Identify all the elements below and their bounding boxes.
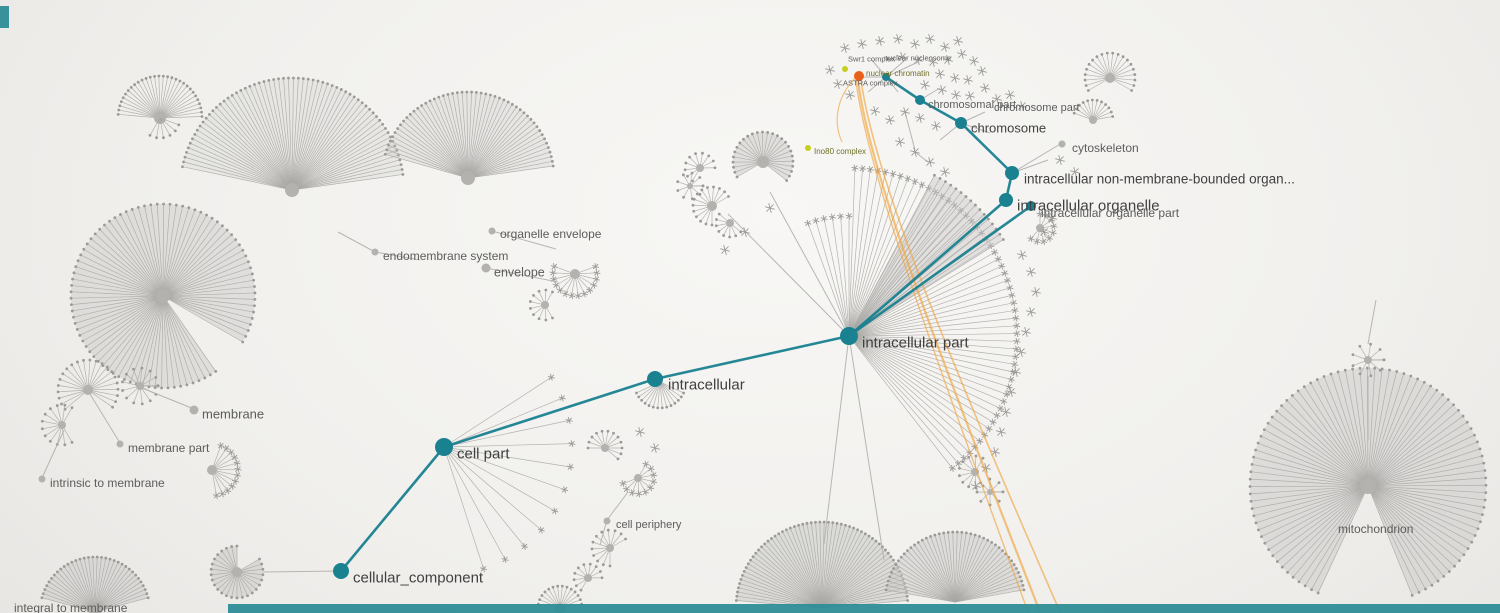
graph-node-membrane-part[interactable] — [116, 440, 124, 448]
fan-cluster — [848, 164, 1021, 472]
asterisk-nodes — [635, 34, 1080, 491]
graph-node-cytoskeleton[interactable] — [1058, 140, 1066, 148]
fan-cluster — [40, 555, 150, 613]
label-chromosomal-part: chromosomal part — [928, 99, 1016, 111]
label-cell-part: cell part — [457, 445, 510, 462]
label-membrane: membrane — [202, 407, 264, 422]
fan-cluster — [209, 544, 265, 600]
fan-cluster — [40, 403, 74, 447]
graph-node-cell-periphery[interactable] — [603, 517, 611, 525]
label-swr1-complex: Swr1 complex — [848, 55, 895, 64]
graph-node-swr1-complex[interactable] — [842, 66, 848, 72]
graph-node-cell-part[interactable] — [435, 438, 453, 456]
graph-node-intracellular-organelle-part[interactable] — [1026, 201, 1036, 211]
fan-cluster — [635, 381, 685, 410]
label-cell-periphery: cell periphery — [616, 519, 682, 531]
fan-cluster — [590, 528, 627, 568]
graph-node-chromosome[interactable] — [955, 117, 967, 129]
fan-cluster — [383, 90, 555, 185]
fan-cluster — [691, 185, 730, 227]
label-intracellular-organelle: intracellular organelle — [1017, 197, 1160, 214]
label-ino80-complex: Ino80 complex — [814, 147, 866, 156]
fan-cluster — [714, 212, 743, 239]
label-chromosome: chromosome — [971, 121, 1046, 136]
label-cellular-component: cellular_component — [353, 569, 484, 586]
label-intracellular-organelle-part: intracellular organelle part — [1041, 206, 1180, 220]
fan-cluster — [734, 520, 910, 609]
highlight-path-edges — [339, 75, 1032, 572]
fan-cluster — [1027, 210, 1058, 246]
label-envelope: envelope — [494, 265, 545, 279]
fan-cluster — [619, 460, 658, 498]
graph-node-intracellular[interactable] — [647, 371, 663, 387]
label-cytoskeleton: cytoskeleton — [1072, 141, 1139, 155]
fan-cluster — [207, 442, 242, 500]
fan-clusters — [40, 51, 1488, 613]
graph-node-cellular-component[interactable] — [333, 563, 349, 579]
fan-cluster — [975, 477, 1005, 507]
bottom-teal-bar — [228, 604, 1500, 613]
fan-cluster — [443, 373, 576, 573]
fan-cluster — [529, 288, 554, 322]
fan-cluster — [683, 151, 717, 183]
fan-cluster — [1072, 98, 1115, 124]
label-intracellular: intracellular — [668, 376, 745, 393]
graph-node-chromatin-hub[interactable] — [882, 73, 890, 81]
label-chromosome-part: chromosome part — [994, 102, 1080, 114]
fan-cluster — [1083, 51, 1137, 92]
graph-node-envelope[interactable] — [481, 263, 491, 273]
label-intrinsic-to-membrane: intrinsic to membrane — [50, 476, 165, 490]
fan-cluster — [181, 76, 405, 197]
label-membrane-part: membrane part — [128, 441, 210, 455]
label-organelle-envelope: organelle envelope — [500, 227, 602, 241]
fan-cluster — [804, 212, 853, 337]
graph-node-intracellular-nmb-organelle[interactable] — [1005, 166, 1019, 180]
corner-teal-tab — [0, 6, 9, 28]
graph-nodes — [38, 66, 1066, 579]
fan-cluster — [1248, 366, 1488, 597]
fan-cluster — [116, 74, 204, 124]
fan-cluster — [148, 117, 181, 140]
graph-node-chromosomal-part[interactable] — [915, 95, 925, 105]
graph-node-membrane[interactable] — [189, 405, 199, 415]
fan-cluster — [572, 562, 604, 592]
graph-node-nucleosome[interactable] — [854, 71, 864, 81]
fan-cluster — [56, 358, 120, 411]
graph-node-endomembrane-system[interactable] — [371, 248, 379, 256]
label-nuclear-chromatin: nuclear chromatin — [866, 69, 930, 78]
graph-node-intracellular-part[interactable] — [840, 327, 858, 345]
graph-node-ino80-complex[interactable] — [805, 145, 811, 151]
graph-node-intrinsic-to-membrane[interactable] — [38, 475, 46, 483]
label-endomembrane-system: endomembrane system — [383, 249, 508, 263]
fan-cluster — [586, 429, 624, 461]
fan-cluster — [1351, 342, 1386, 378]
graph-node-intracellular-organelle[interactable] — [999, 193, 1013, 207]
label-intracellular-nmb-organelle: intracellular non-membrane-bounded organ… — [1024, 172, 1295, 187]
graph-node-organelle-envelope[interactable] — [488, 227, 496, 235]
fan-cluster — [549, 262, 601, 300]
fan-cluster — [731, 130, 795, 182]
fan-cluster — [884, 530, 1026, 603]
fan-cluster — [69, 202, 257, 390]
fan-cluster — [848, 173, 1005, 337]
